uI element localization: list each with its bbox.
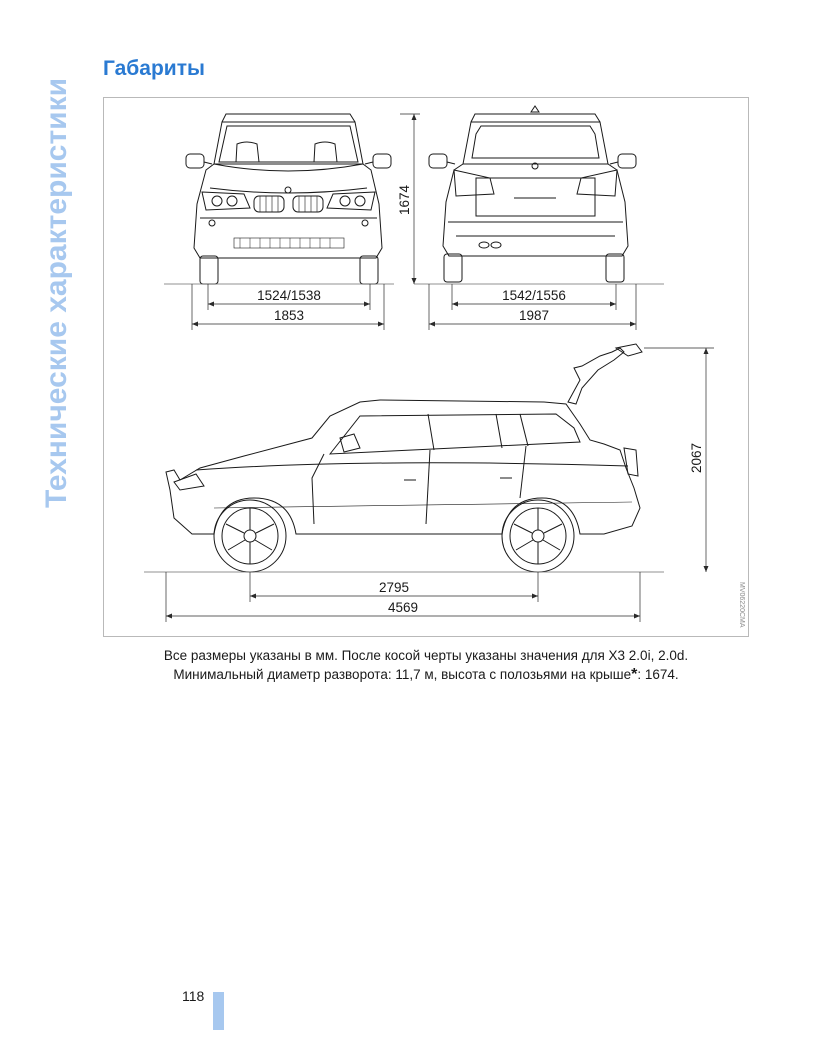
figure-caption: Все размеры указаны в мм. После косой че… — [103, 646, 749, 684]
dimension-arrows — [166, 114, 709, 619]
dim-front-track: 1524/1538 — [257, 288, 321, 303]
dimensions-figure: 1524/1538 1853 1542/1556 1987 1674 2067 … — [103, 97, 749, 637]
dim-height: 1674 — [397, 184, 412, 215]
caption-line-2-text: Минимальный диаметр разворота: 11,7 м, в… — [173, 667, 632, 682]
chapter-side-title: Технические характеристики — [22, 56, 78, 516]
dim-length: 4569 — [388, 600, 418, 615]
dim-height-open-tailgate: 2067 — [689, 443, 704, 473]
chapter-side-title-text: Технические характеристики — [40, 78, 73, 508]
ground-lines — [144, 283, 664, 573]
page-heading: Габариты — [103, 57, 205, 80]
caption-line-1: Все размеры указаны в мм. После косой че… — [163, 648, 689, 663]
caption-line-2: Минимальный диаметр разворота: 11,7 м, в… — [103, 665, 749, 684]
car-rear-view — [428, 105, 637, 283]
car-front-view — [185, 113, 392, 285]
dimensions-drawing: 1524/1538 1853 1542/1556 1987 1674 2067 … — [144, 105, 745, 628]
dim-rear-track: 1542/1556 — [502, 288, 566, 303]
dim-rear-width: 1987 — [519, 308, 549, 323]
footnote-mark: * — [631, 666, 638, 683]
car-side-view — [165, 343, 643, 573]
dim-front-width: 1853 — [274, 308, 304, 323]
page-number-bar — [213, 992, 224, 1030]
dimension-lines — [165, 113, 714, 622]
page-number: 118 — [182, 988, 205, 1004]
caption-line-2-value: : 1674. — [637, 667, 679, 682]
image-code: MV06220CMA — [738, 582, 745, 628]
dim-wheelbase: 2795 — [379, 580, 409, 595]
